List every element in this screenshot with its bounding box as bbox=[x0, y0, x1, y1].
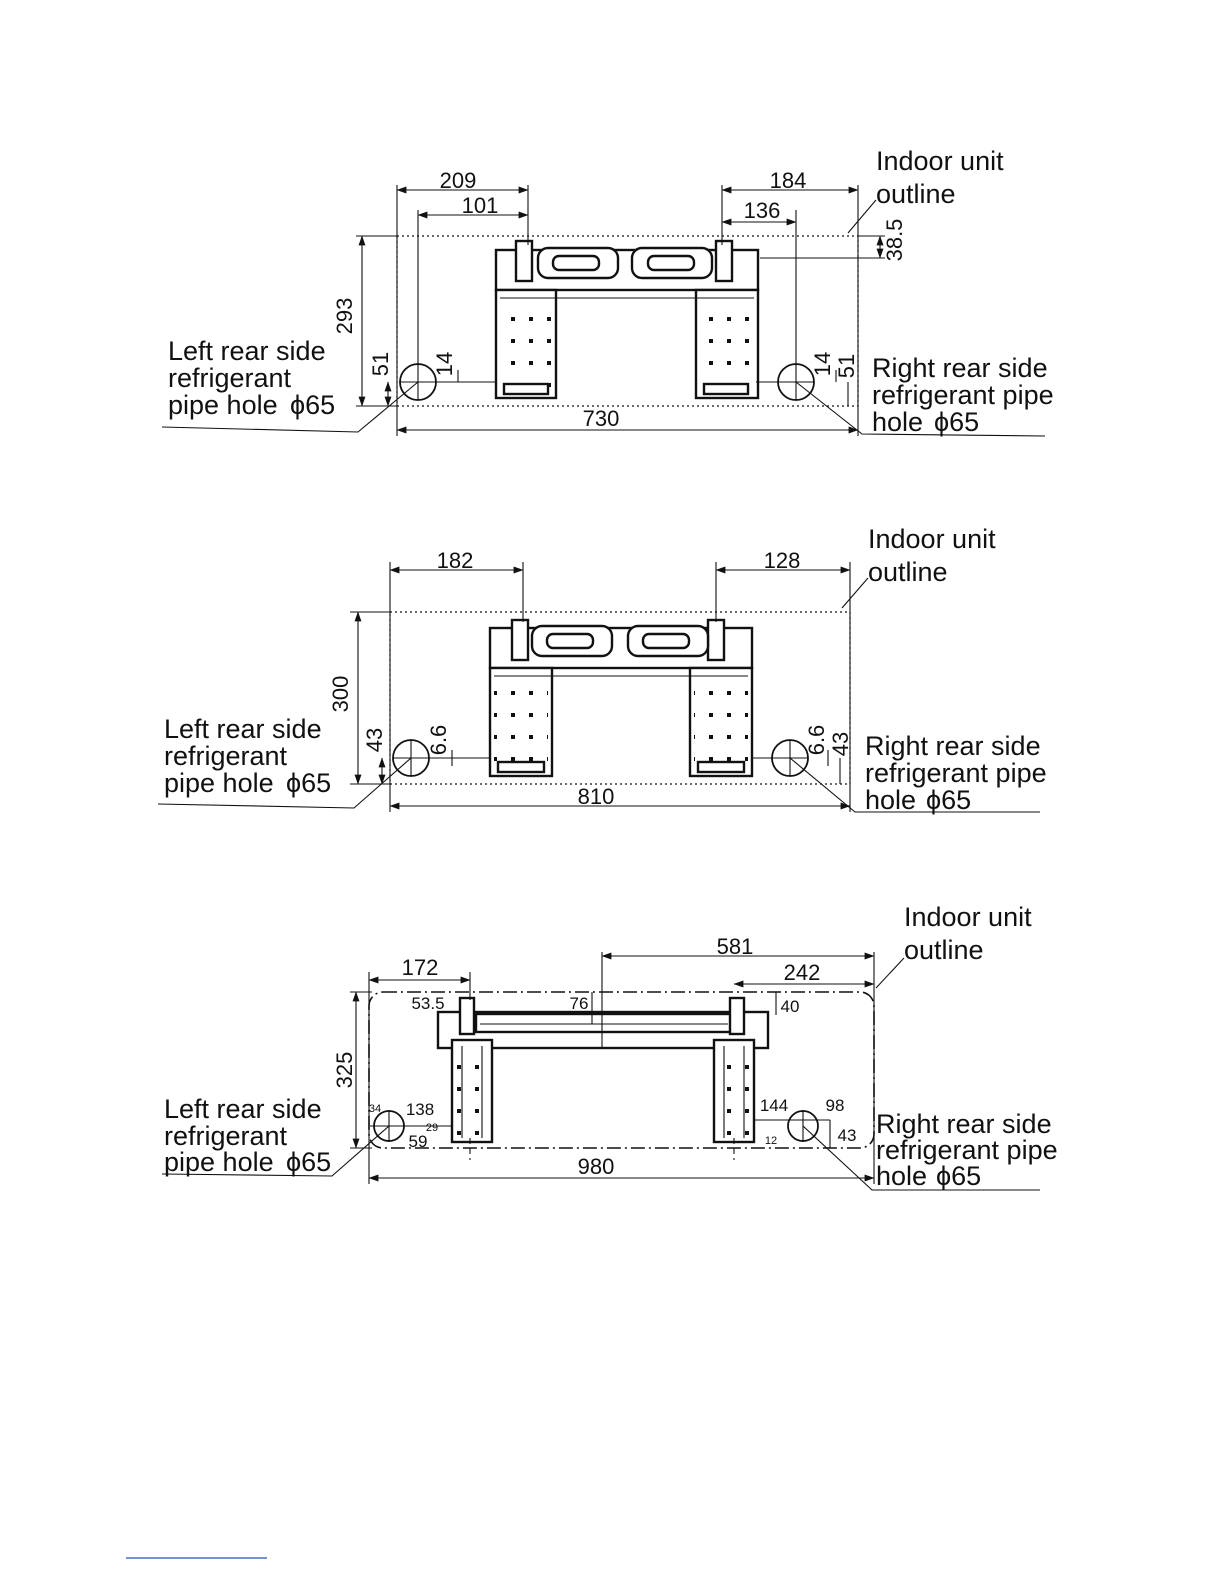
mounting-plate bbox=[436, 996, 770, 1144]
right-hole-label-line1: Right rear side bbox=[876, 1109, 1052, 1139]
dim-172: 172 bbox=[402, 955, 439, 980]
dim-14-left: 14 bbox=[432, 352, 457, 376]
dim-144: 144 bbox=[760, 1096, 788, 1115]
right-hole-diameter: ϕ65 bbox=[936, 1161, 981, 1191]
dim-43-right: 43 bbox=[828, 732, 853, 756]
dim-12: 12 bbox=[765, 1135, 777, 1147]
dim-43: 43 bbox=[838, 1126, 857, 1145]
dim-138: 138 bbox=[406, 1100, 434, 1119]
left-hole-label-line1: Left rear side bbox=[168, 336, 326, 366]
indoor-unit-outline-label-line1: Indoor unit bbox=[868, 524, 996, 554]
dim-182: 182 bbox=[437, 548, 474, 573]
dim-293: 293 bbox=[332, 298, 357, 335]
dim-59: 59 bbox=[409, 1132, 428, 1151]
mounting-diagram-3: 581 172 242 53.5 76 40 325 34 138 29 59 … bbox=[161, 902, 1058, 1191]
left-hole-label-line2: refrigerant bbox=[168, 363, 292, 393]
left-hole-label-line3: pipe hole bbox=[164, 768, 274, 798]
dim-980: 980 bbox=[578, 1154, 615, 1179]
left-hole-diameter: ϕ65 bbox=[286, 1147, 331, 1177]
indoor-unit-outline-label-line1: Indoor unit bbox=[876, 146, 1004, 176]
dim-53-5: 53.5 bbox=[411, 994, 444, 1013]
dim-581: 581 bbox=[717, 934, 754, 959]
right-hole-label-line1: Right rear side bbox=[872, 353, 1048, 383]
dim-38-5: 38.5 bbox=[882, 219, 907, 262]
mounting-diagram-2: 182 128 300 43 6.6 6.6 43 810 Indoor uni… bbox=[157, 524, 1047, 815]
dim-76: 76 bbox=[570, 994, 589, 1013]
dim-34: 34 bbox=[369, 1103, 381, 1115]
right-hole-diameter: ϕ65 bbox=[934, 407, 979, 437]
left-hole-label-line3: pipe hole bbox=[168, 390, 278, 420]
dim-209: 209 bbox=[440, 168, 477, 193]
right-hole-label-line3: hole bbox=[876, 1161, 927, 1191]
right-hole-label-line2: refrigerant pipe bbox=[865, 758, 1047, 788]
dim-6-6-right: 6.6 bbox=[804, 725, 829, 756]
dim-325: 325 bbox=[332, 1052, 357, 1089]
indoor-unit-outline-label-line2: outline bbox=[876, 179, 956, 209]
left-hole-label-line2: refrigerant bbox=[164, 741, 288, 771]
left-hole-label-line1: Left rear side bbox=[164, 714, 322, 744]
indoor-unit-outline-label-line2: outline bbox=[868, 557, 948, 587]
left-hole-label-line3: pipe hole bbox=[164, 1147, 274, 1177]
right-hole-label-line3: hole bbox=[865, 785, 916, 815]
dim-98: 98 bbox=[826, 1096, 845, 1115]
dim-300: 300 bbox=[328, 676, 353, 713]
dim-128: 128 bbox=[764, 548, 801, 573]
dim-51-right: 51 bbox=[834, 354, 859, 378]
left-hole-label-line2: refrigerant bbox=[164, 1121, 288, 1151]
right-hole-label-line2: refrigerant pipe bbox=[876, 1135, 1058, 1165]
dim-51-left: 51 bbox=[368, 352, 393, 376]
dim-43-left: 43 bbox=[362, 728, 387, 752]
dim-730: 730 bbox=[583, 406, 620, 431]
dim-29: 29 bbox=[426, 1122, 438, 1134]
right-hole-diameter: ϕ65 bbox=[926, 785, 971, 815]
left-hole-diameter: ϕ65 bbox=[286, 768, 331, 798]
right-hole-label-line1: Right rear side bbox=[865, 731, 1041, 761]
mounting-plate bbox=[488, 618, 754, 778]
indoor-unit-outline-label-line1: Indoor unit bbox=[904, 902, 1032, 932]
dim-40: 40 bbox=[781, 997, 800, 1016]
indoor-unit-outline-label-line2: outline bbox=[904, 935, 984, 965]
dim-184: 184 bbox=[770, 168, 807, 193]
left-hole-label-line1: Left rear side bbox=[164, 1094, 322, 1124]
mounting-plate bbox=[494, 239, 760, 400]
left-hole-diameter: ϕ65 bbox=[290, 390, 335, 420]
dim-242: 242 bbox=[784, 960, 821, 985]
dim-6-6-left: 6.6 bbox=[426, 725, 451, 756]
dim-136: 136 bbox=[744, 198, 781, 223]
right-hole-label-line3: hole bbox=[872, 407, 923, 437]
right-hole-label-line2: refrigerant pipe bbox=[872, 380, 1054, 410]
dim-810: 810 bbox=[578, 784, 615, 809]
dim-14-right: 14 bbox=[810, 352, 835, 376]
dim-101: 101 bbox=[462, 193, 499, 218]
mounting-diagram-1: 209 101 184 136 38.5 293 51 14 14 51 730… bbox=[161, 146, 1054, 437]
